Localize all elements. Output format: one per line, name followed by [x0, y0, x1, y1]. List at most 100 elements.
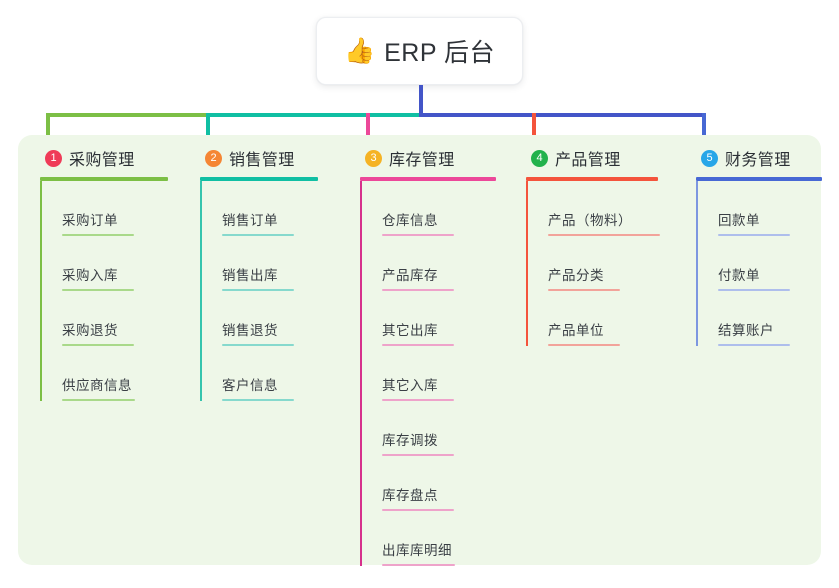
branch-item-label: 产品单位	[548, 323, 604, 338]
branch-item-label: 销售订单	[222, 213, 278, 228]
branch-item[interactable]: 采购订单	[40, 181, 198, 236]
branch-item-label: 仓库信息	[382, 213, 438, 228]
branch-item[interactable]: 采购入库	[40, 236, 198, 291]
drop-connector-5	[702, 113, 706, 155]
branch-item-rule	[62, 399, 135, 401]
branch-header-4[interactable]: 4 产品管理	[526, 145, 688, 171]
branch-item-rule	[222, 399, 294, 401]
branch-item-rule	[382, 564, 455, 566]
branch-title: 销售管理	[229, 152, 295, 169]
branch-item[interactable]: 供应商信息	[40, 346, 198, 401]
branch-item[interactable]: 库存调拨	[360, 401, 526, 456]
trunk-connector	[419, 85, 423, 116]
bus-segment-green	[46, 113, 208, 117]
branch-item-label: 产品分类	[548, 268, 604, 283]
branch-item[interactable]: 结算账户	[696, 291, 839, 346]
branch-item-list: 销售订单销售出库销售退货客户信息	[200, 181, 348, 401]
branch-item[interactable]: 产品单位	[526, 291, 688, 346]
branch-item[interactable]: 出库库明细	[360, 511, 526, 566]
branch-item[interactable]: 销售退货	[200, 291, 348, 346]
branch-title: 库存管理	[389, 152, 455, 169]
branch-item-label: 销售出库	[222, 268, 278, 283]
branch-item-rule	[222, 344, 294, 346]
branch-item-rule	[62, 234, 134, 236]
branch-spine	[526, 181, 528, 346]
branch-spine	[360, 181, 362, 566]
branch-header-rule	[40, 177, 168, 181]
branch-header-rule	[526, 177, 658, 181]
branch-item-label: 产品（物料）	[548, 213, 632, 228]
branch-item-rule	[382, 234, 454, 236]
branch-item-rule	[222, 289, 294, 291]
branch-item-rule	[62, 289, 134, 291]
branch-item-list: 采购订单采购入库采购退货供应商信息	[40, 181, 198, 401]
branch-item-list: 产品（物料） 产品分类产品单位	[526, 181, 688, 346]
branch-item-label: 客户信息	[222, 378, 278, 393]
drop-connector-4	[532, 113, 536, 155]
branch-title: 产品管理	[555, 152, 621, 169]
branch-item-list: 回款单付款单结算账户	[696, 181, 839, 346]
thumbs-up-icon: 👍	[343, 36, 376, 65]
branch-item-label: 采购入库	[62, 268, 118, 283]
branch-item[interactable]: 回款单	[696, 181, 839, 236]
branch-item-rule	[62, 344, 134, 346]
branch-item-label: 供应商信息	[62, 378, 132, 393]
root-node-title: ERP 后台	[384, 39, 496, 67]
branch-header-rule	[360, 177, 496, 181]
drop-connector-1	[46, 113, 50, 155]
branch-item-label: 采购退货	[62, 323, 118, 338]
branch-item-label: 付款单	[718, 268, 760, 283]
bus-segment-teal	[206, 113, 421, 117]
branch-item[interactable]: 采购退货	[40, 291, 198, 346]
branch-item[interactable]: 产品分类	[526, 236, 688, 291]
branch-item[interactable]: 其它出库	[360, 291, 526, 346]
branch-item[interactable]: 销售订单	[200, 181, 348, 236]
branch-item-rule	[382, 289, 454, 291]
branch-number-badge: 5	[701, 149, 718, 167]
branch-item[interactable]: 客户信息	[200, 346, 348, 401]
branch-item[interactable]: 库存盘点	[360, 456, 526, 511]
branch-item-rule	[718, 234, 790, 236]
root-node-card[interactable]: 👍 ERP 后台	[316, 17, 523, 85]
branch-number-badge: 4	[531, 149, 548, 167]
branch-header-rule	[696, 177, 822, 181]
branch-header-1[interactable]: 1 采购管理	[40, 145, 198, 171]
drop-connector-2	[206, 113, 210, 155]
branch-item-rule	[548, 234, 660, 236]
drop-connector-3	[366, 113, 370, 155]
branch-header-rule	[200, 177, 318, 181]
branch-item-list: 仓库信息产品库存其它出库其它入库库存调拨库存盘点出库库明细	[360, 181, 526, 566]
branch-item-label: 产品库存	[382, 268, 438, 283]
branch-spine	[200, 181, 202, 401]
branch-item-rule	[718, 289, 790, 291]
branch-item[interactable]: 付款单	[696, 236, 839, 291]
branch-item-label: 库存调拨	[382, 433, 438, 448]
branch-item[interactable]: 产品库存	[360, 236, 526, 291]
branch-item-rule	[382, 509, 454, 511]
branch-item[interactable]: 仓库信息	[360, 181, 526, 236]
branch-item-rule	[548, 289, 620, 291]
branch-item-label: 其它出库	[382, 323, 438, 338]
branch-number-badge: 1	[45, 149, 62, 167]
branch-item[interactable]: 产品（物料）	[526, 181, 688, 236]
branch-item[interactable]: 其它入库	[360, 346, 526, 401]
branch-item[interactable]: 销售出库	[200, 236, 348, 291]
branch-item-label: 出库库明细	[382, 543, 452, 558]
branch-spine	[40, 181, 42, 401]
branch-item-label: 销售退货	[222, 323, 278, 338]
branch-item-label: 其它入库	[382, 378, 438, 393]
branch-title: 采购管理	[69, 152, 135, 169]
branch-item-rule	[382, 344, 454, 346]
branch-item-rule	[382, 399, 454, 401]
branch-item-rule	[548, 344, 620, 346]
bus-segment-blue	[419, 113, 706, 117]
branch-column-4: 4 产品管理产品（物料） 产品分类产品单位	[526, 145, 688, 346]
branch-item-rule	[718, 344, 790, 346]
branch-item-label: 回款单	[718, 213, 760, 228]
